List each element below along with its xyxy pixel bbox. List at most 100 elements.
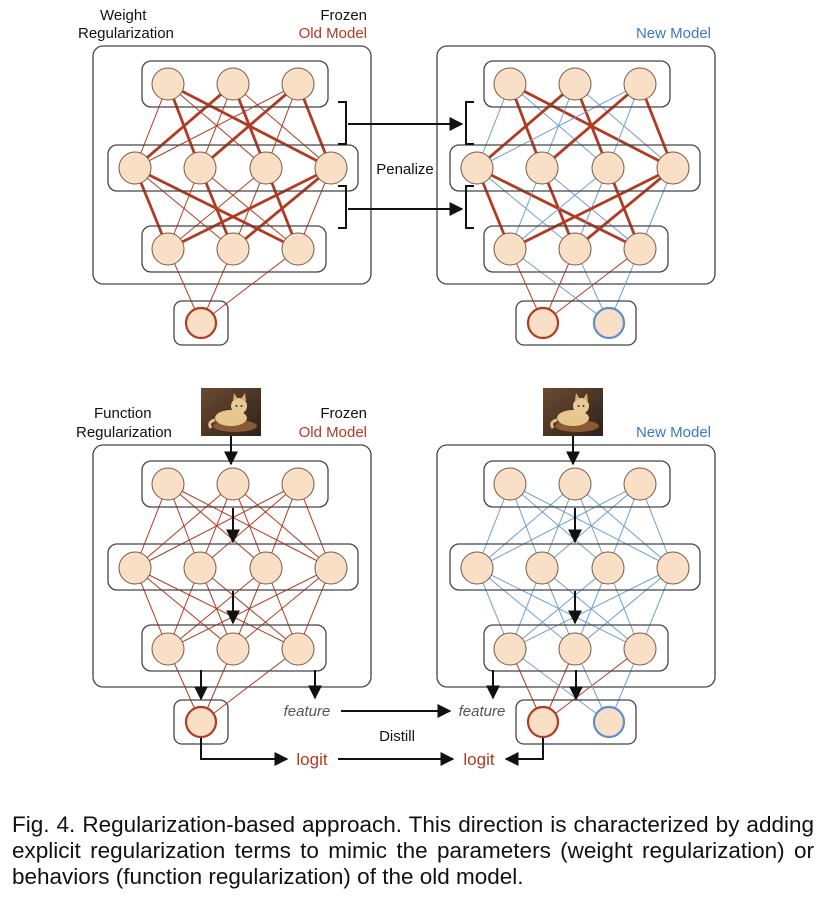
edge-strong <box>231 166 333 251</box>
function-new-model-label: New Model <box>636 424 711 441</box>
weight-new-layer-1 <box>483 60 671 108</box>
weight-old-output-box <box>173 300 229 346</box>
neuron-l1-n3 <box>281 467 315 501</box>
neuron-l3-n1 <box>493 632 527 666</box>
weight-new-layer-2 <box>449 144 701 192</box>
neuron-l3-n2 <box>558 632 592 666</box>
function-old-output-node <box>184 705 218 739</box>
function-reg-label-line1: Function <box>94 405 152 422</box>
penalize-label: Penalize <box>376 161 434 178</box>
function-new-output-node-old <box>526 705 560 739</box>
neuron-l1-n1 <box>151 467 185 501</box>
neuron-l3-n3 <box>281 232 315 266</box>
neuron-l3-n2 <box>216 632 250 666</box>
edge-old-output <box>200 248 299 324</box>
edge-strong <box>166 166 333 251</box>
weight-new-nodes <box>460 67 690 266</box>
function-new-output-node-new <box>592 705 626 739</box>
edge-old <box>232 567 332 650</box>
neuron-l1-n3 <box>623 467 657 501</box>
penalize-bracket-right-top <box>465 101 474 145</box>
weight-old-output-node <box>184 306 218 340</box>
neuron-l3-n2 <box>558 232 592 266</box>
neuron-l2-n2 <box>183 551 217 585</box>
function-reg-label-line2: Regularization <box>76 424 172 441</box>
weight-new-output-node-new <box>592 306 626 340</box>
neuron-l1-n1 <box>151 67 185 101</box>
edge-old <box>167 567 267 650</box>
neuron-l1-n3 <box>623 67 657 101</box>
penalize-connectors <box>338 101 474 229</box>
edge-new-output <box>509 648 610 724</box>
weight-reg-label-line2: Regularization <box>78 25 174 42</box>
neuron-l2-n2 <box>525 151 559 185</box>
weight-new-layer-3 <box>483 225 669 273</box>
function-frozen-label: Frozen <box>320 405 367 422</box>
weight-new-output-node-old <box>526 306 560 340</box>
function-old-layer-2 <box>107 543 359 591</box>
edge-strong <box>198 82 300 170</box>
neuron-l3-n1 <box>151 232 185 266</box>
edge-old <box>134 83 299 169</box>
neuron-l1-n2 <box>558 467 592 501</box>
edge-new <box>509 567 609 650</box>
penalize-bracket-right-bottom <box>465 185 474 229</box>
weight-old-model-frame <box>92 45 372 285</box>
neuron-l2-n4 <box>314 151 348 185</box>
edge-new <box>476 83 641 169</box>
edge-old <box>134 483 234 569</box>
neuron-l1-n1 <box>493 467 527 501</box>
function-new-layer-2 <box>449 543 701 591</box>
weight-old-edges <box>133 82 333 324</box>
weight-old-model <box>92 45 372 346</box>
distill-label: Distill <box>379 728 415 745</box>
neuron-l1-n2 <box>216 467 250 501</box>
weight-old-layer-3 <box>141 225 327 273</box>
neuron-l2-n4 <box>656 551 690 585</box>
neuron-l2-n4 <box>656 151 690 185</box>
old-logit-label: logit <box>296 750 327 769</box>
weight-new-model-label: New Model <box>636 25 711 42</box>
function-old-model <box>92 444 372 745</box>
edge-strong <box>133 82 235 170</box>
weight-new-model-frame <box>436 45 716 285</box>
function-old-model-label: Old Model <box>299 424 367 441</box>
weight-old-nodes <box>118 67 348 266</box>
neuron-l2-n2 <box>525 551 559 585</box>
neuron-l3-n3 <box>623 632 657 666</box>
function-new-model <box>436 444 716 745</box>
neuron-l2-n3 <box>591 151 625 185</box>
neuron-l3-n3 <box>281 632 315 666</box>
cat-photo-icon <box>201 388 261 436</box>
edge-new-output <box>509 248 610 324</box>
weight-old-layer-1 <box>141 60 329 108</box>
edge-new <box>509 167 609 250</box>
neuron-l1-n3 <box>281 67 315 101</box>
edge-old <box>134 483 299 569</box>
edge-new <box>509 567 674 650</box>
weight-new-output-box <box>515 300 637 346</box>
neuron-l1-n1 <box>493 67 527 101</box>
regularization-diagram: Weight Regularization Frozen Old Model N… <box>76 7 716 769</box>
old-logit-path <box>200 738 289 766</box>
edge-new <box>574 567 674 650</box>
cat-photo-icon-new <box>543 388 603 436</box>
edge-new <box>476 483 576 569</box>
old-feature-label: feature <box>284 703 331 720</box>
edge-new <box>541 483 641 569</box>
neuron-l2-n1 <box>460 151 494 185</box>
weight-old-model-label: Old Model <box>299 25 367 42</box>
edge-strong <box>475 82 577 170</box>
edge-old <box>199 483 299 569</box>
function-old-layer-3 <box>141 624 327 672</box>
data-flow-arrows <box>194 436 583 766</box>
edge-old <box>167 567 332 650</box>
neuron-l1-n2 <box>216 67 250 101</box>
weight-new-model <box>436 45 716 346</box>
edge-new <box>476 483 641 569</box>
neuron-l2-n3 <box>249 551 283 585</box>
edge-strong <box>573 166 675 251</box>
weight-old-layer-2 <box>107 144 359 192</box>
new-logit-label: logit <box>463 750 494 769</box>
neuron-l2-n1 <box>118 551 152 585</box>
